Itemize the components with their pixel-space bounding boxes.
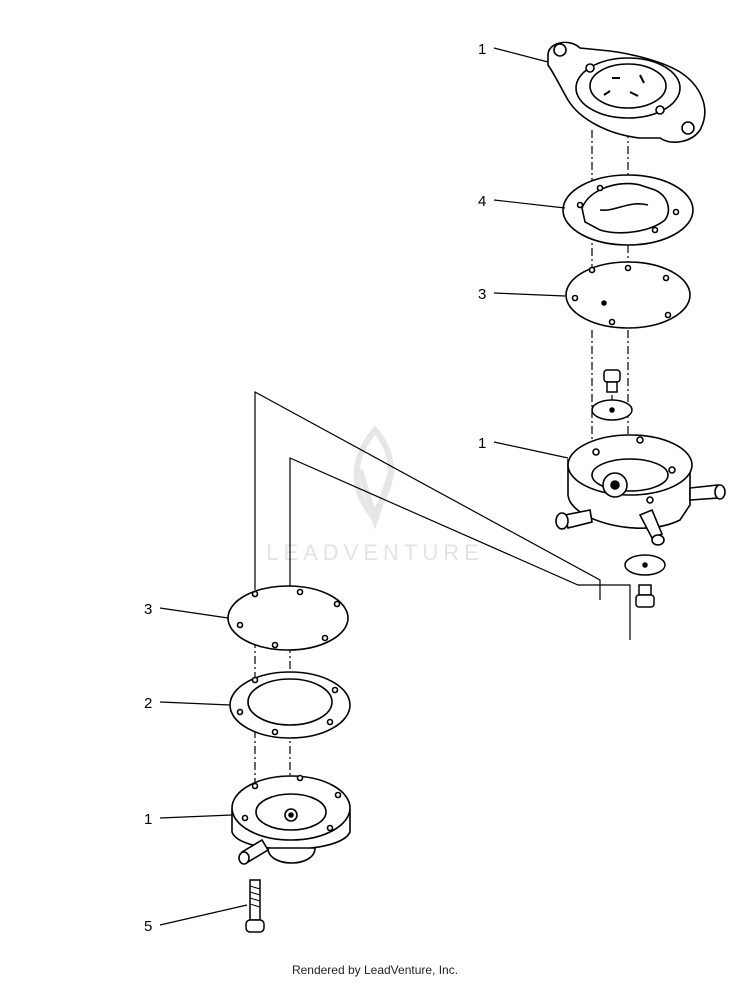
leadventure-watermark: LEADVENTURE (266, 425, 484, 565)
callout-bottom-diaphragm: 3 (144, 601, 152, 618)
top-gasket-part (562, 174, 694, 246)
screw-part (245, 879, 265, 933)
bottom-cover-part (231, 774, 351, 865)
top-diaphragm-part (565, 261, 691, 329)
watermark-text: LEADVENTURE (266, 540, 484, 565)
pump-body-part (555, 434, 726, 546)
bottom-diaphragm-part (227, 585, 349, 651)
flame-logo-icon (353, 425, 395, 530)
top-cover-part (547, 41, 706, 143)
callout-bottom-gasket: 2 (144, 695, 152, 712)
callout-leaders (159, 47, 569, 926)
callout-top-gasket: 4 (478, 193, 486, 210)
callout-top-diaphragm: 3 (478, 286, 486, 303)
callout-top-cover: 1 (478, 41, 486, 58)
callout-bottom-cover: 1 (144, 811, 152, 828)
check-valve-fitting-top (591, 369, 633, 421)
bottom-gasket-part (229, 671, 351, 739)
check-valve-fitting-bottom (624, 554, 666, 608)
footer-credit: Rendered by LeadVenture, Inc. (291, 963, 459, 977)
callout-screw: 5 (144, 918, 152, 935)
callout-pump-body: 1 (478, 435, 486, 452)
